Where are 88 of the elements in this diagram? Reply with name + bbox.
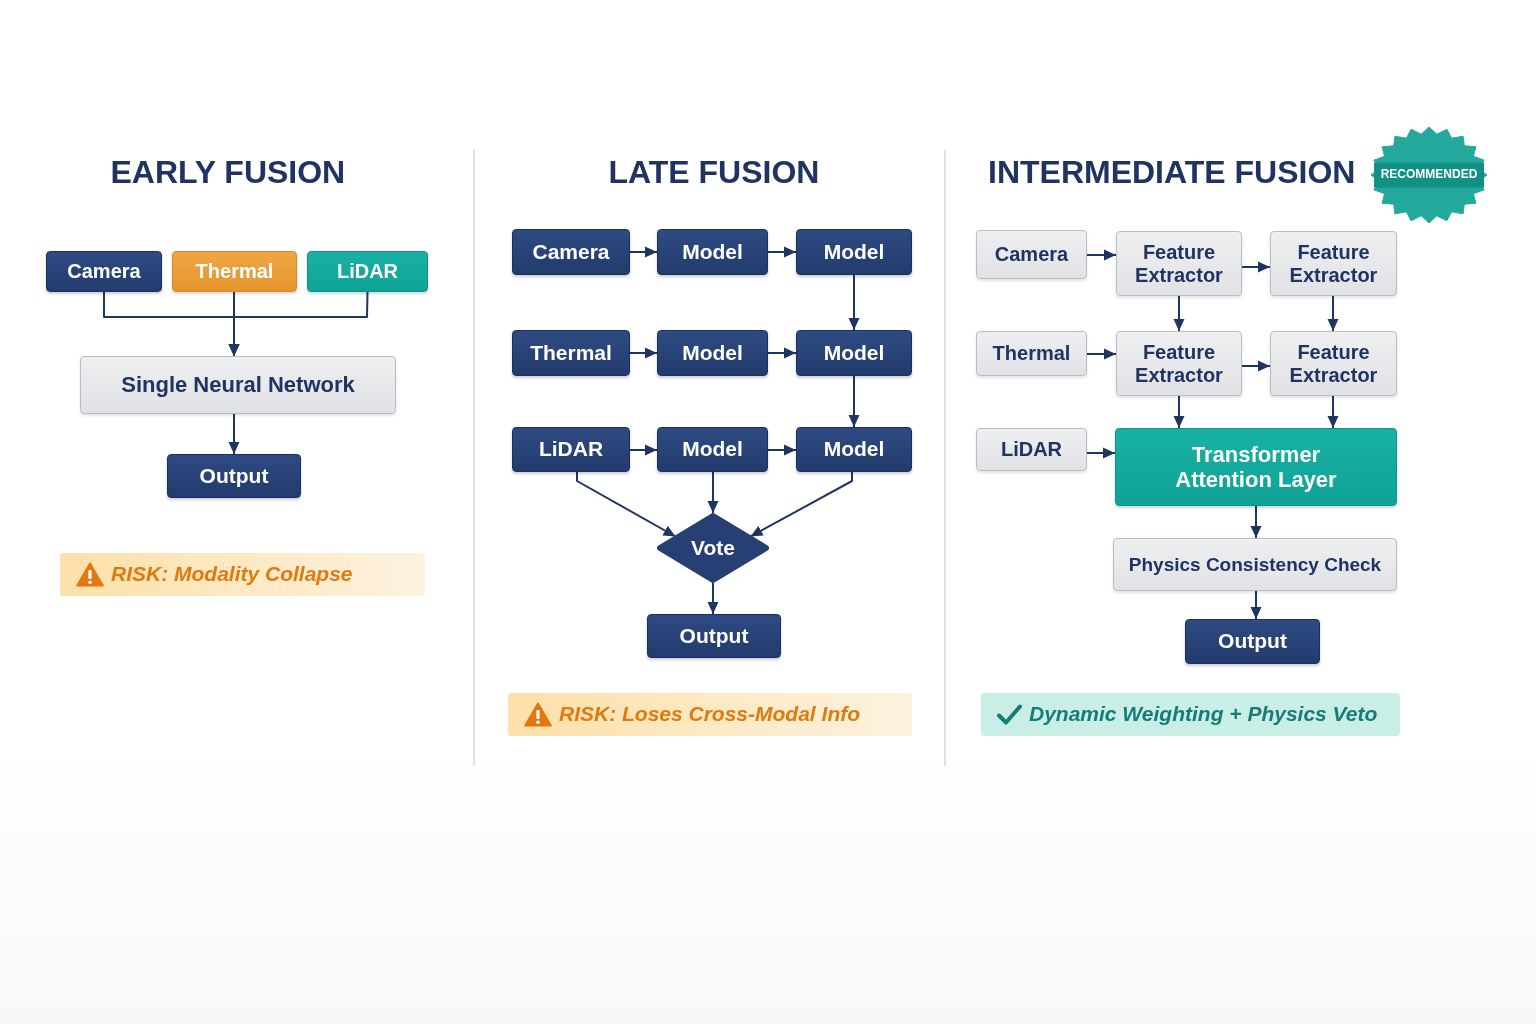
arrow <box>1173 295 1185 332</box>
arrow <box>576 471 677 538</box>
arrow <box>707 582 719 615</box>
process-box <box>657 229 768 275</box>
arrow <box>629 347 658 359</box>
process-box <box>796 330 912 376</box>
process-box <box>1185 619 1320 664</box>
box-label: Output <box>1218 629 1287 654</box>
arrow <box>629 444 658 456</box>
arrow <box>1173 395 1185 429</box>
box-label: Model <box>682 239 743 265</box>
process-box <box>1115 428 1397 506</box>
box-label: Feature Extractor <box>1134 240 1224 287</box>
process-box <box>976 331 1087 376</box>
process-box <box>1270 331 1397 396</box>
process-box <box>167 454 301 498</box>
arrow <box>749 471 853 538</box>
process-box <box>46 251 162 292</box>
box-label: Model <box>823 239 885 265</box>
process-box <box>647 614 781 658</box>
process-box <box>80 356 396 414</box>
process-box <box>512 427 630 472</box>
arrow <box>767 444 797 456</box>
process-box <box>657 427 768 472</box>
box-label: Single Neural Network <box>121 372 355 398</box>
arrow <box>1086 249 1117 261</box>
process-box <box>796 427 912 472</box>
box-label: Transformer Attention Layer <box>1174 441 1338 493</box>
process-box <box>1116 331 1242 396</box>
arrow <box>767 246 797 258</box>
box-label: Camera <box>532 239 610 265</box>
arrow <box>1241 261 1271 273</box>
arrow <box>1327 395 1339 429</box>
process-box <box>172 251 297 292</box>
arrow <box>1086 348 1117 360</box>
badge-label: RECOMMENDED <box>1380 168 1478 182</box>
box-label: LiDAR <box>336 260 399 283</box>
box-label: Physics Consistency Check <box>1128 553 1382 576</box>
arrow <box>1241 360 1271 372</box>
box-label: Model <box>682 340 743 366</box>
arrow <box>1327 295 1339 332</box>
box-label: Output <box>199 463 269 489</box>
arrow <box>1250 590 1262 620</box>
arrow <box>848 375 860 428</box>
arrow <box>228 291 369 357</box>
box-label: Thermal <box>530 340 612 366</box>
arrow <box>767 347 797 359</box>
diamond-label: Vote <box>691 535 735 561</box>
box-label: Thermal <box>992 342 1071 365</box>
box-label: Camera <box>67 260 141 283</box>
box-label: Model <box>823 437 885 462</box>
panel-title: EARLY FUSION <box>110 153 346 192</box>
arrow <box>707 471 719 514</box>
note-text: Dynamic Weighting + Physics Veto <box>1029 702 1378 727</box>
panel-title: LATE FUSION <box>608 153 820 192</box>
note-banner <box>981 693 1400 736</box>
arrow <box>1086 447 1116 459</box>
box-label: LiDAR <box>1000 438 1063 461</box>
arrow <box>1250 505 1262 539</box>
starburst-badge <box>1371 127 1487 223</box>
panel-title: INTERMEDIATE FUSION <box>988 153 1356 192</box>
decision-diamond <box>657 513 769 583</box>
box-label: Feature Extractor <box>1288 240 1379 287</box>
box-label: Output <box>679 623 749 649</box>
arrow <box>629 246 658 258</box>
box-label: Camera <box>994 243 1069 266</box>
process-box <box>1116 231 1242 296</box>
warning-text: RISK: Loses Cross-Modal Info <box>559 702 861 727</box>
arrow <box>848 274 860 331</box>
warning-banner <box>60 553 425 596</box>
process-box <box>512 229 630 275</box>
warning-banner <box>508 693 912 736</box>
process-box <box>307 251 428 292</box>
box-label: LiDAR <box>538 437 604 462</box>
box-label: Model <box>823 340 885 366</box>
process-box <box>796 229 912 275</box>
process-box <box>1270 231 1397 296</box>
box-label: Model <box>682 437 743 462</box>
process-box <box>657 330 768 376</box>
process-box <box>1113 538 1397 591</box>
process-box <box>976 428 1087 471</box>
box-label: Thermal <box>195 260 274 283</box>
box-label: Feature Extractor <box>1288 340 1379 387</box>
box-label: Feature Extractor <box>1134 340 1224 387</box>
process-box <box>512 330 630 376</box>
process-box <box>976 230 1087 279</box>
warning-text: RISK: Modality Collapse <box>111 562 353 587</box>
arrow <box>228 413 240 455</box>
